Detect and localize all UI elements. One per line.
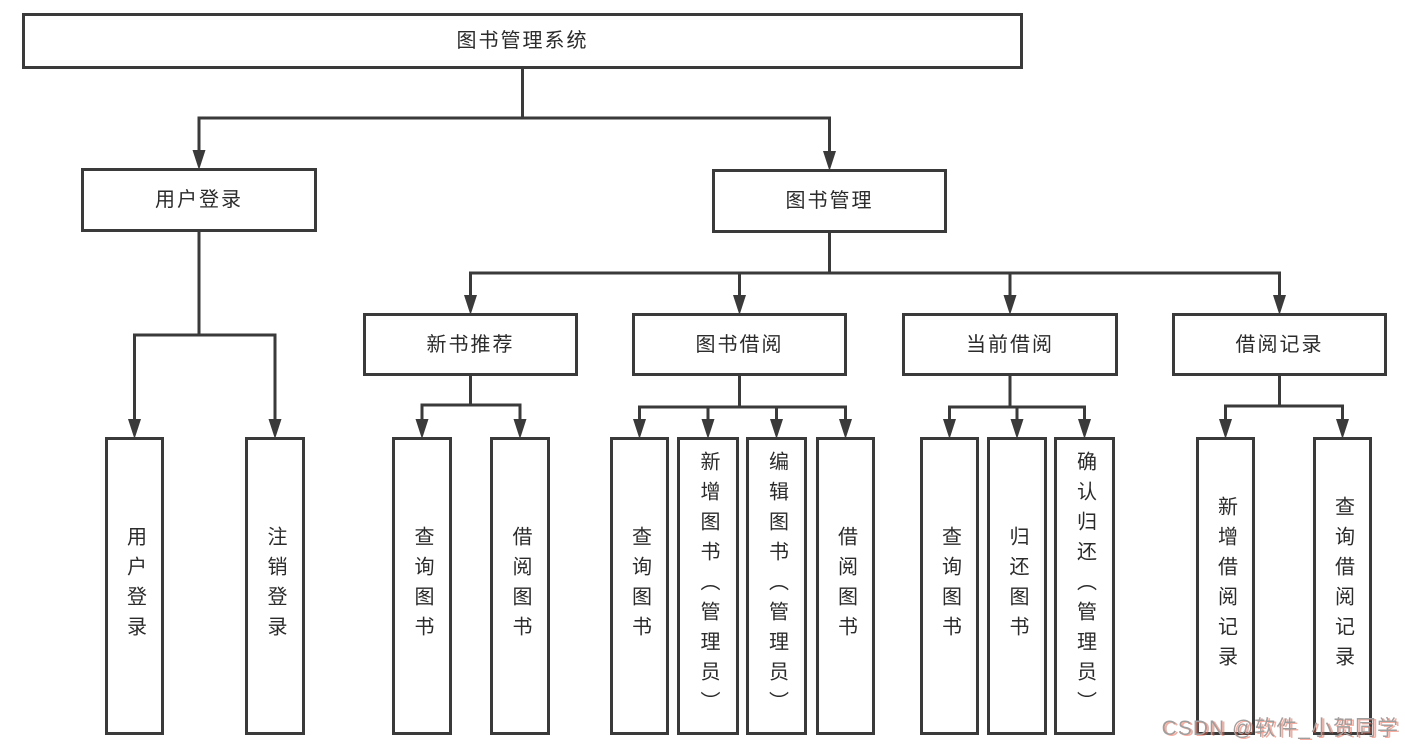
edge-bookmgmt [469, 233, 1281, 297]
node-user-login: 用户登录 [105, 437, 164, 735]
node-logout: 注销登录 [245, 437, 305, 735]
node-bookmgmt: 图书管理 [712, 169, 947, 233]
arrowhead-b-edit [770, 419, 783, 439]
node-c-return: 归还图书 [987, 437, 1047, 735]
node-b-add: 新增图书（管理员） [677, 437, 739, 735]
arrowhead-nb-borrow [513, 419, 527, 439]
node-label-r-query: 查询借阅记录 [1331, 496, 1354, 676]
node-current: 当前借阅 [902, 313, 1118, 376]
node-label-nb-borrow: 借阅图书 [509, 526, 531, 646]
node-label-bookmgmt: 图书管理 [785, 190, 874, 212]
node-b-edit: 编辑图书（管理员） [746, 437, 807, 735]
watermark: CSDN @软件_小贺同学 [1161, 717, 1399, 740]
node-label-b-query: 查询图书 [628, 526, 651, 646]
arrowhead-records [1273, 295, 1286, 315]
node-label-newbook: 新书推荐 [426, 333, 515, 356]
node-b-borrow: 借阅图书 [816, 437, 875, 735]
arrowhead-c-confirm [1078, 419, 1091, 439]
node-label-login: 用户登录 [155, 189, 243, 211]
node-label-b-add: 新增图书（管理员） [697, 451, 719, 721]
arrowhead-bookmgmt [823, 151, 836, 171]
arrowhead-b-borrow [839, 419, 852, 439]
node-label-b-edit: 编辑图书（管理员） [765, 451, 788, 721]
node-label-user-login: 用户登录 [123, 526, 146, 646]
arrowhead-user-login [128, 419, 141, 439]
node-c-query: 查询图书 [920, 437, 979, 735]
node-label-b-borrow: 借阅图书 [834, 526, 857, 646]
edge-records [1224, 376, 1344, 421]
node-r-add: 新增借阅记录 [1196, 437, 1255, 735]
node-records: 借阅记录 [1172, 313, 1387, 376]
node-label-c-return: 归还图书 [1006, 526, 1028, 646]
edge-newbook [420, 376, 522, 421]
arrowhead-current [1003, 295, 1017, 315]
node-r-query: 查询借阅记录 [1313, 437, 1372, 735]
edge-borrow [638, 376, 847, 421]
arrowhead-c-query [943, 419, 956, 439]
node-c-confirm: 确认归还（管理员） [1054, 437, 1115, 735]
node-root: 图书管理系统 [22, 13, 1023, 69]
node-nb-query: 查询图书 [392, 437, 452, 735]
node-label-logout: 注销登录 [264, 526, 286, 646]
arrowhead-c-return [1010, 419, 1024, 439]
arrowhead-b-query [633, 419, 646, 439]
node-newbook: 新书推荐 [363, 313, 578, 376]
arrowhead-nb-query [415, 419, 429, 439]
arrowhead-newbook [464, 295, 477, 315]
edge-login [133, 232, 277, 421]
node-login: 用户登录 [81, 168, 317, 232]
node-label-r-add: 新增借阅记录 [1214, 496, 1237, 676]
arrowhead-borrow [733, 295, 746, 315]
edge-root [197, 69, 831, 153]
node-label-root: 图书管理系统 [456, 30, 589, 52]
arrowhead-r-query [1336, 419, 1349, 439]
node-b-query: 查询图书 [610, 437, 669, 735]
node-nb-borrow: 借阅图书 [490, 437, 550, 735]
node-label-nb-query: 查询图书 [411, 526, 433, 646]
arrowhead-logout [268, 419, 282, 439]
edge-current [948, 376, 1086, 421]
node-label-borrow: 图书借阅 [695, 333, 784, 356]
node-label-c-query: 查询图书 [938, 526, 961, 646]
arrowhead-b-add [701, 419, 715, 439]
arrowhead-login [192, 150, 206, 170]
node-label-c-confirm: 确认归还（管理员） [1073, 451, 1096, 721]
node-label-current: 当前借阅 [966, 333, 1054, 356]
node-label-records: 借阅记录 [1235, 333, 1324, 356]
arrowhead-r-add [1219, 419, 1232, 439]
node-borrow: 图书借阅 [632, 313, 847, 376]
